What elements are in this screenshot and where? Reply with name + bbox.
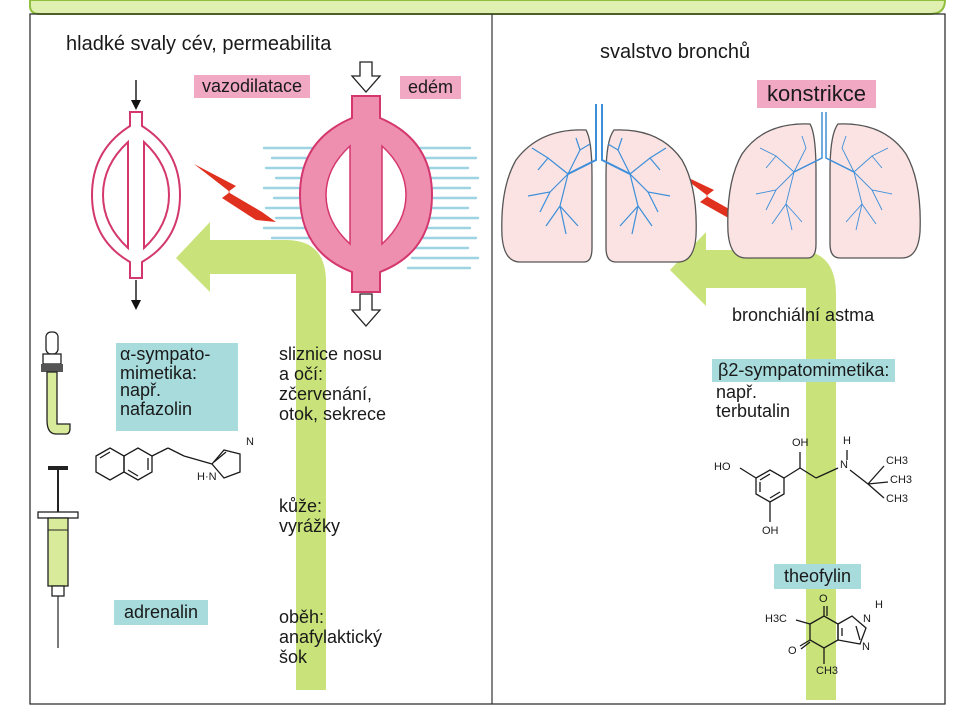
constriction-label: konstrikce bbox=[757, 80, 877, 108]
adrenaline-label: adrenalin bbox=[114, 600, 209, 626]
theo-CH3: CH3 bbox=[816, 665, 839, 677]
vessel-dilated bbox=[298, 95, 434, 293]
terb-OH-top: OH bbox=[792, 437, 809, 449]
terb-CH3-a: CH3 bbox=[886, 455, 909, 467]
theo-N1: N bbox=[863, 613, 871, 625]
lungs-constricted bbox=[727, 112, 921, 259]
vessel-normal bbox=[90, 111, 182, 279]
skin-line-1: kůže: bbox=[279, 496, 323, 516]
left-green-arrow bbox=[176, 222, 326, 690]
top-banner bbox=[29, 0, 947, 15]
hollow-arrow-in bbox=[350, 61, 382, 93]
right-heading: svalstvo bronchů bbox=[600, 41, 751, 63]
nasal-dropper-icon bbox=[41, 331, 71, 435]
beta2-box: β2-sympatomimetika: bbox=[712, 359, 896, 383]
edema-label: edém bbox=[400, 76, 462, 100]
theo-H: H bbox=[875, 599, 883, 611]
theo-O-top: O bbox=[819, 593, 828, 605]
alpha-line-4: nafazolin bbox=[120, 399, 193, 419]
syringe-icon bbox=[37, 466, 79, 648]
theo-O-left: O bbox=[788, 645, 797, 657]
terb-OH-bottom: OH bbox=[762, 525, 779, 537]
alpha-line-1: α-sympato- bbox=[120, 344, 211, 364]
circ-line-3: šok bbox=[279, 647, 308, 668]
skin-line-2: vyrážky bbox=[279, 516, 341, 537]
nafazolin-HN-atom: H·N bbox=[197, 471, 217, 483]
theophylline-structure bbox=[795, 606, 867, 664]
skin-text: kůže: vyrážky bbox=[279, 496, 340, 536]
terb-CH3-b: CH3 bbox=[890, 474, 913, 486]
mucosa-line-1: sliznice nosu bbox=[279, 344, 383, 364]
lightning-right-icon bbox=[676, 172, 752, 222]
beta2-line-3: terbutalin bbox=[716, 401, 791, 421]
circ-line-2: anafylaktický bbox=[279, 627, 383, 648]
lungs-normal bbox=[501, 104, 697, 263]
theo-N2: N bbox=[862, 641, 870, 653]
outer-frame bbox=[29, 13, 946, 705]
terb-N: N bbox=[840, 459, 848, 471]
mucosa-line-2: a očí: bbox=[279, 364, 324, 385]
terbutalin-structure bbox=[739, 450, 889, 522]
left-heading: hladké svaly cév, permeabilita bbox=[66, 33, 332, 55]
terb-H: H bbox=[843, 435, 851, 447]
alpha-sympathomimetics-box: α-sympato- mimetika: bbox=[116, 343, 238, 431]
alpha-line-2: mimetika: bbox=[120, 363, 198, 384]
lightning-left-icon bbox=[194, 164, 276, 222]
alpha-line-3: např. bbox=[120, 380, 162, 400]
terb-HO: HO bbox=[714, 461, 731, 473]
beta2-line-2: např. bbox=[716, 382, 758, 402]
right-green-arrow bbox=[670, 232, 836, 700]
circ-line-1: oběh: bbox=[279, 607, 325, 627]
terb-CH3-c: CH3 bbox=[886, 493, 909, 505]
nafazolin-N-atom: N bbox=[246, 436, 254, 448]
theo-H3C: H3C bbox=[765, 613, 788, 625]
asthma-label: bronchiální astma bbox=[732, 305, 875, 325]
hollow-arrow-out bbox=[350, 293, 382, 327]
mucosa-line-4: otok, sekrece bbox=[279, 404, 387, 425]
circulation-text: oběh: anafylaktický šok bbox=[279, 607, 382, 667]
nafazolin-structure bbox=[95, 447, 241, 481]
mucosa-text: sliznice nosu a očí: zčervenání, otok, s… bbox=[279, 344, 386, 425]
vasodilation-label: vazodilatace bbox=[194, 75, 311, 99]
mucosa-line-3: zčervenání, bbox=[279, 384, 373, 405]
theophylline-label: theofylin bbox=[774, 564, 862, 590]
